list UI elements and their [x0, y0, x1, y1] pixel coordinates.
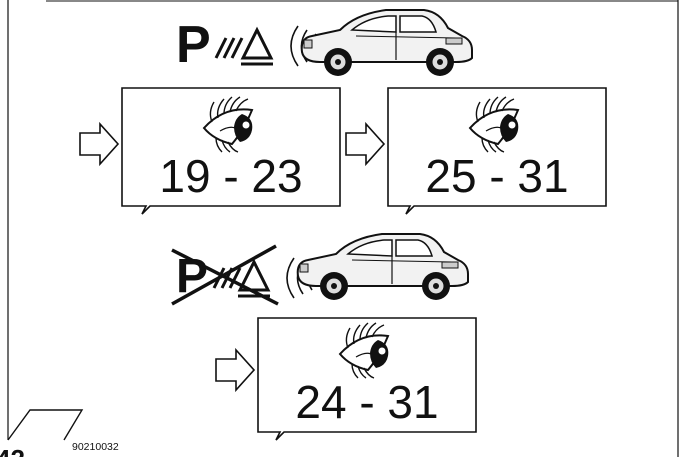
- arrow-right-outline-icon: [345, 123, 385, 165]
- arrow-right-outline-icon: [79, 123, 119, 165]
- sensor-active-group: P: [176, 9, 473, 77]
- figure-code: 90210032: [72, 441, 119, 453]
- distance-range-label: 19 - 23: [159, 150, 302, 202]
- distance-range-label: 25 - 31: [425, 150, 568, 202]
- parking-sensor-icon: P: [176, 250, 208, 303]
- page-tab: 42 90210032: [0, 409, 119, 457]
- car-icon: [300, 9, 473, 77]
- page-number: 42: [0, 444, 25, 457]
- panel-3: 24 - 31: [215, 317, 477, 441]
- speech-bubble: [121, 87, 341, 215]
- speech-bubble: [257, 317, 477, 441]
- cross-out-icon: [171, 244, 279, 306]
- arrow-right-outline-icon: [215, 349, 255, 391]
- speech-bubble: [387, 87, 607, 215]
- panel-1: 19 - 23: [79, 87, 341, 215]
- parking-sensor-icon: P: [176, 16, 211, 74]
- distance-range-label: 24 - 31: [295, 376, 438, 428]
- warning-triangle-icon: [240, 26, 274, 66]
- sensor-waves-glyph: [214, 36, 244, 60]
- sensor-disabled-group: P: [171, 233, 469, 306]
- panel-2: 25 - 31: [345, 87, 607, 215]
- page-frame: [7, 0, 679, 457]
- car-icon: [296, 233, 469, 301]
